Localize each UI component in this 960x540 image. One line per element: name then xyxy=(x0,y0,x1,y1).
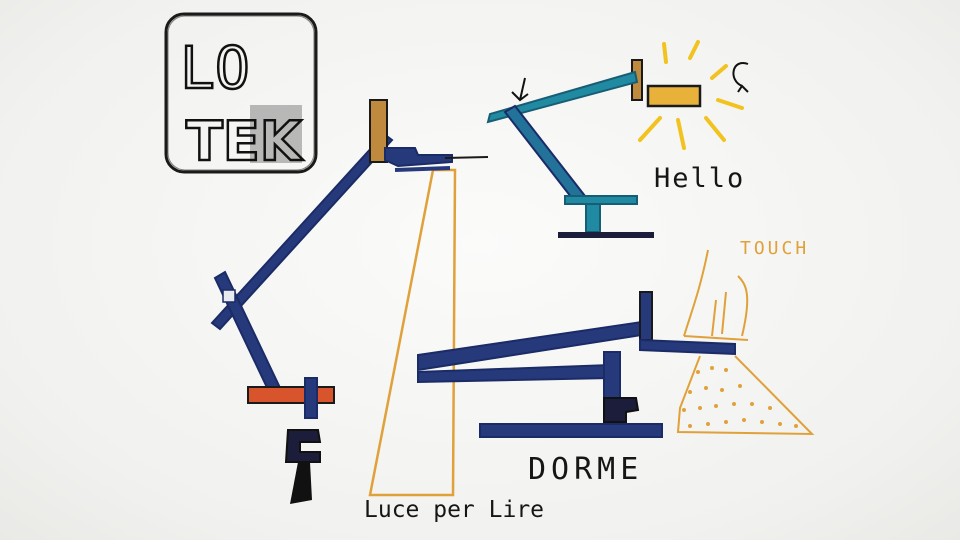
dorme-lamp xyxy=(417,249,815,438)
hello-lamp xyxy=(486,40,749,238)
hello-label: Hello xyxy=(654,163,746,194)
dorme-glow xyxy=(682,366,798,428)
dorme-label: DORME xyxy=(528,452,644,487)
touch-label: TOUCH xyxy=(740,238,810,259)
logo-line1: LO xyxy=(180,34,250,102)
logo-line2: TEK xyxy=(186,110,304,173)
reading-lamp xyxy=(210,99,489,504)
reading-light-beam xyxy=(368,168,457,497)
luce-per-lire-label: Luce per Lire xyxy=(364,497,545,523)
lotek-logo: LO TEK xyxy=(164,12,318,174)
